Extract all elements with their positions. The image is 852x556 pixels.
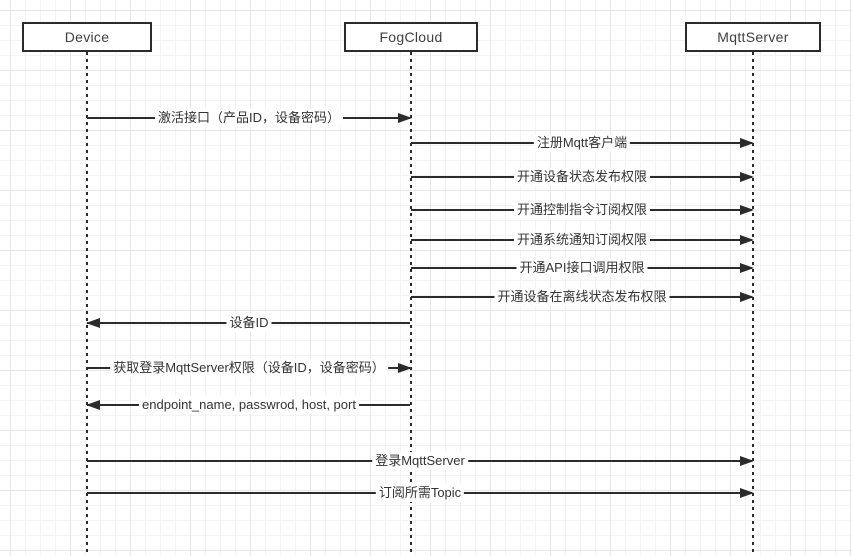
actor-label-device: Device (64, 29, 110, 45)
actor-box-fogcloud[interactable]: FogCloud (344, 22, 478, 52)
arrowhead-right-icon (398, 113, 412, 123)
message-label: 开通API接口调用权限 (516, 259, 648, 277)
message-label: 登录MqttServer (372, 452, 468, 470)
actor-label-mqttserver: MqttServer (717, 29, 789, 45)
arrowhead-right-icon (740, 235, 754, 245)
message-arrow[interactable]: 开通控制指令订阅权限 (411, 201, 754, 219)
message-arrow[interactable]: 激活接口（产品ID，设备密码） (87, 109, 412, 127)
message-label: 设备ID (226, 314, 272, 332)
arrowhead-right-icon (398, 363, 412, 373)
arrowhead-right-icon (740, 205, 754, 215)
message-arrow[interactable]: 获取登录MqttServer权限（设备ID，设备密码） (87, 359, 412, 377)
message-arrow[interactable]: 开通设备在离线状态发布权限 (411, 288, 754, 306)
arrowhead-right-icon (740, 138, 754, 148)
message-arrow[interactable]: 开通设备状态发布权限 (411, 168, 754, 186)
message-arrow[interactable]: 开通系统通知订阅权限 (411, 231, 754, 249)
arrowhead-right-icon (740, 263, 754, 273)
message-label: 注册Mqtt客户端 (533, 134, 631, 152)
arrowhead-right-icon (740, 488, 754, 498)
message-arrow[interactable]: 登录MqttServer (87, 452, 754, 470)
actor-box-device[interactable]: Device (22, 22, 152, 52)
actor-label-fogcloud: FogCloud (379, 29, 443, 45)
arrowhead-right-icon (740, 172, 754, 182)
message-label: 开通控制指令订阅权限 (513, 201, 651, 219)
message-arrow[interactable]: 注册Mqtt客户端 (411, 134, 754, 152)
lifeline-fogcloud (410, 52, 412, 556)
lifeline-device (86, 52, 88, 556)
message-label: 获取登录MqttServer权限（设备ID，设备密码） (110, 359, 388, 377)
arrowhead-right-icon (740, 456, 754, 466)
arrowhead-left-icon (86, 400, 100, 410)
message-label: 开通设备在离线状态发布权限 (494, 288, 670, 306)
message-label: 订阅所需Topic (375, 484, 465, 502)
message-label: 开通设备状态发布权限 (513, 168, 651, 186)
message-arrow[interactable]: 订阅所需Topic (87, 484, 754, 502)
message-arrow[interactable]: endpoint_name, passwrod, host, port (86, 396, 411, 414)
message-label: 激活接口（产品ID，设备密码） (154, 109, 344, 127)
actor-box-mqttserver[interactable]: MqttServer (685, 22, 821, 52)
message-arrow[interactable]: 开通API接口调用权限 (411, 259, 754, 277)
message-label: 开通系统通知订阅权限 (513, 231, 651, 249)
lifeline-mqttserver (752, 52, 754, 556)
message-label: endpoint_name, passwrod, host, port (139, 396, 359, 414)
message-arrow[interactable]: 设备ID (86, 314, 411, 332)
arrowhead-right-icon (740, 292, 754, 302)
arrowhead-left-icon (86, 318, 100, 328)
